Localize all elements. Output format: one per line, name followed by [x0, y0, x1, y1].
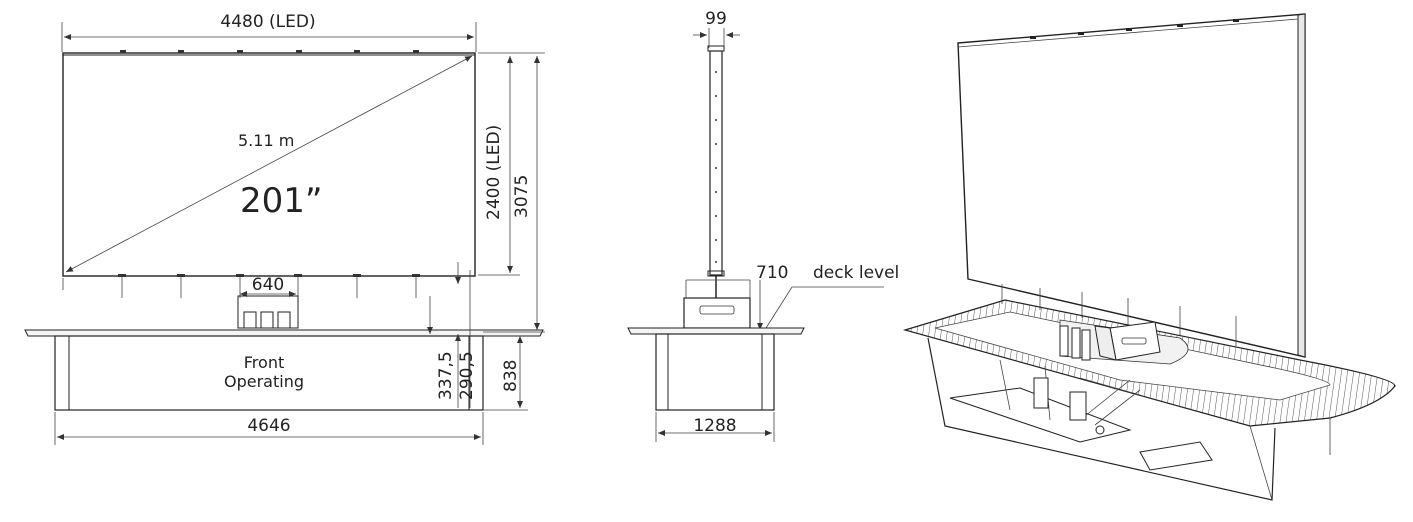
width-led-dimension: 4480 (LED) [61, 12, 477, 52]
deck-dim-label: 710 [756, 263, 788, 283]
dim-290-label: 290,5 [457, 351, 477, 400]
height-led-label: 2400 (LED) [484, 125, 504, 220]
isometric-view [902, 13, 1396, 501]
width-led-label: 4480 (LED) [220, 12, 315, 32]
lift-width-label: 640 [252, 275, 284, 295]
diagonal-inch-label: 201” [240, 181, 323, 221]
screen-bottom-supports [62, 274, 420, 298]
column-width-label: 99 [705, 9, 727, 29]
base-front: Front Operating [54, 335, 484, 411]
deck-plate-front [24, 329, 544, 337]
base-width-label: 4646 [247, 416, 290, 436]
base-width-dimension: 4646 [54, 412, 484, 445]
diagonal-line [65, 55, 473, 273]
dim-337-label: 337,5 [436, 351, 456, 400]
base-side [655, 333, 775, 411]
side-view: 99 710 deck level 1288 [627, 9, 899, 442]
column-cap [707, 45, 725, 52]
column-bolts [715, 71, 717, 263]
column-width-dimension: 99 [693, 9, 740, 48]
side-base-width-label: 1288 [693, 416, 736, 436]
base-label-front: Front [244, 353, 284, 372]
height-total-label: 3075 [512, 175, 532, 218]
base-label-operating: Operating [224, 372, 304, 391]
column [709, 50, 723, 276]
height-dimensions: 2400 (LED) 3075 337,5 290,5 838 [427, 52, 545, 411]
diagonal-meters-label: 5.11 m [238, 131, 294, 150]
deck-level-leader [765, 286, 884, 329]
led-screen-front [62, 52, 476, 277]
lift-mechanism: 640 [237, 275, 299, 329]
top-brackets [120, 50, 419, 53]
front-view: 4480 (LED) 5.11 m 201” [24, 12, 545, 445]
dim-838-label: 838 [501, 360, 521, 392]
iso-mechanism [949, 359, 1141, 443]
deck-plate-side [627, 327, 805, 335]
side-lift-box [683, 297, 751, 329]
iso-bottom-supports [1001, 284, 1237, 346]
deck-level-label: deck level [813, 263, 899, 283]
side-base-width-dimension: 1288 [655, 412, 775, 442]
iso-lift-box [1059, 321, 1161, 361]
iso-base-body [927, 337, 1276, 501]
iso-top-brackets [1030, 19, 1239, 39]
